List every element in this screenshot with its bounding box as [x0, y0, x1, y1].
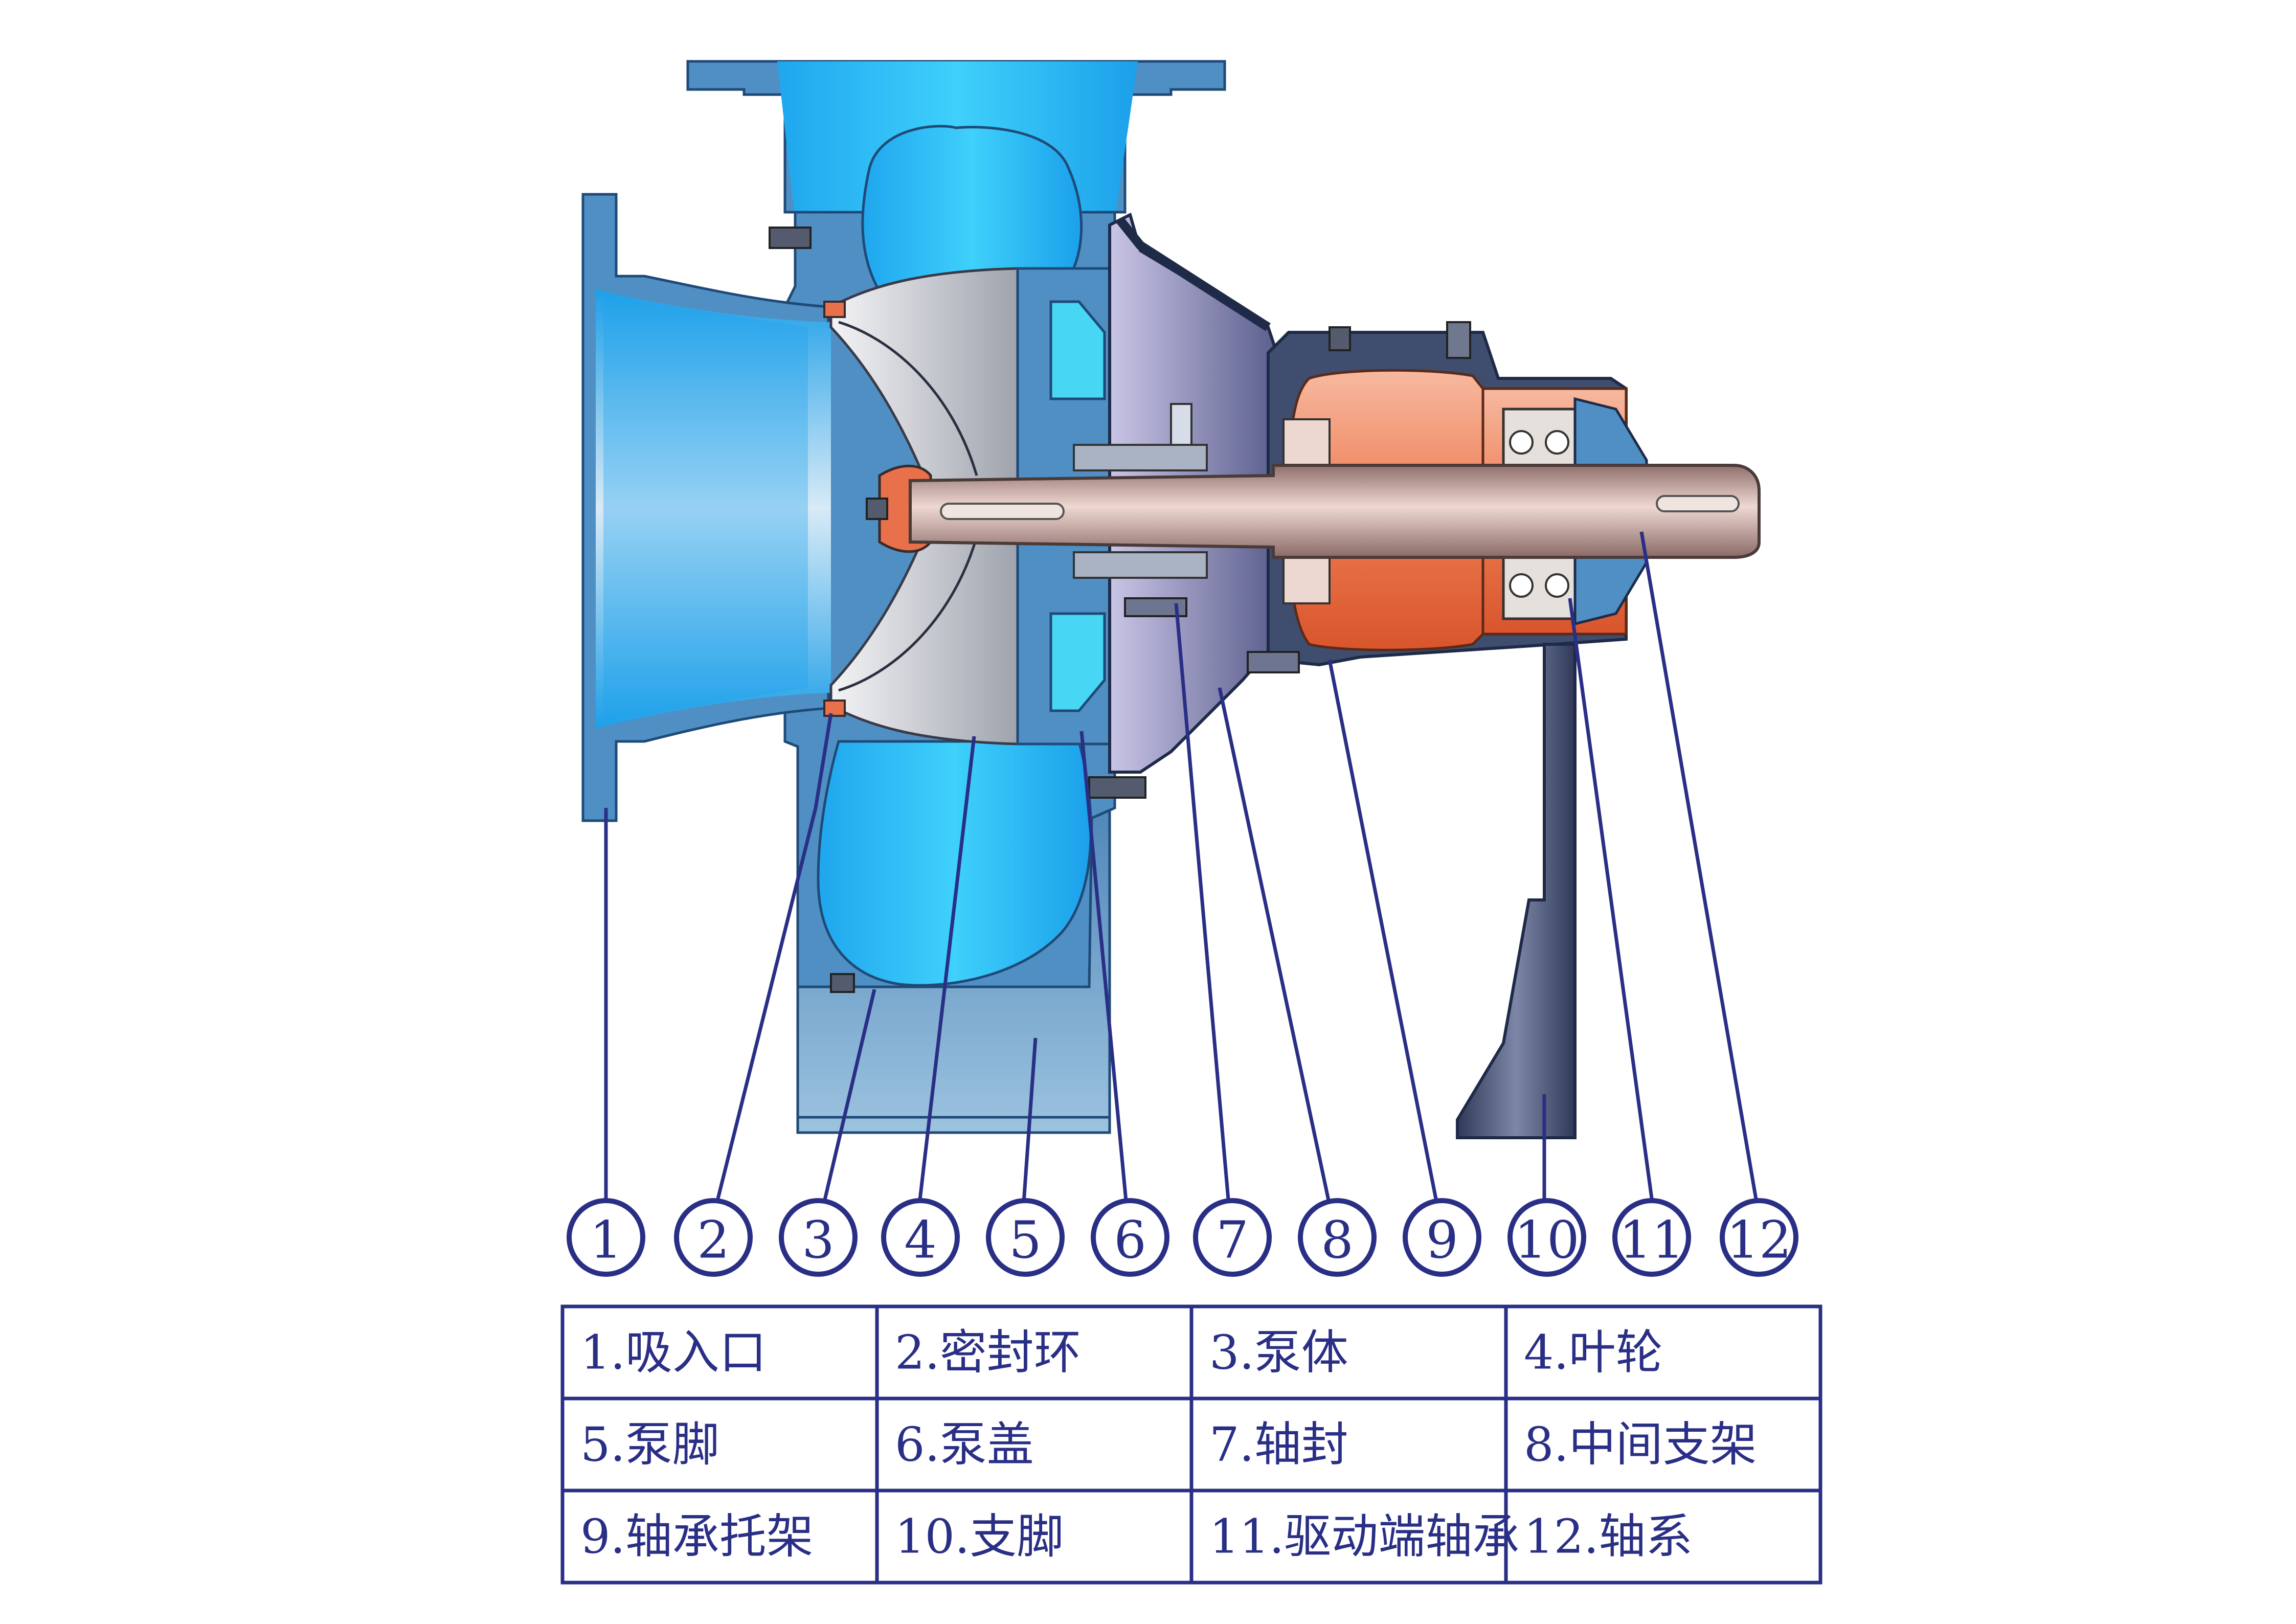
legend-cell: 3.泵体 [1209, 1325, 1348, 1380]
callout-label: 4 [904, 1210, 937, 1270]
callout-5: 5 [986, 1198, 1065, 1277]
callout-label: 11 [1619, 1210, 1684, 1270]
callout-8: 8 [1298, 1198, 1377, 1277]
legend-cell: 9.轴承托架 [580, 1509, 814, 1564]
callout-6: 6 [1091, 1198, 1169, 1277]
legend-cell: 10.支脚 [895, 1509, 1064, 1564]
volute-water [861, 125, 1083, 293]
shaft [909, 464, 1761, 559]
legend-cell: 1.吸入口 [580, 1325, 767, 1380]
legend-cell: 11.驱动端轴承 [1209, 1509, 1519, 1564]
callout-3: 3 [779, 1198, 858, 1277]
pump-illustration [581, 60, 1761, 1139]
callout-label: 8 [1321, 1210, 1354, 1270]
legend-table: 1.吸入口 2.密封环 3.泵体 4.叶轮 5.泵脚 6.泵盖 7.轴封 8.中… [560, 1304, 1822, 1585]
drive-end-bearing [1502, 408, 1577, 620]
callout-12: 12 [1720, 1198, 1798, 1277]
legend-cell: 4.叶轮 [1524, 1325, 1663, 1380]
callout-label: 3 [802, 1210, 835, 1270]
callout-11: 11 [1612, 1198, 1691, 1277]
seal-ring-upper [823, 301, 846, 318]
callout-9: 9 [1403, 1198, 1481, 1277]
legend-cell: 12.轴系 [1524, 1509, 1693, 1564]
callouts: 1 2 3 4 5 6 7 8 9 10 11 12 [567, 1198, 1798, 1277]
callout-7: 7 [1193, 1198, 1272, 1277]
callout-1: 1 [567, 1198, 645, 1277]
seal-ring-lower [823, 700, 846, 717]
legend-cell: 7.轴封 [1209, 1417, 1348, 1472]
callout-label: 2 [697, 1210, 730, 1270]
callout-label: 12 [1726, 1210, 1791, 1270]
volute-water-lower [817, 740, 1092, 987]
suction-inlet-water [596, 289, 831, 729]
callout-label: 7 [1216, 1210, 1249, 1270]
leader-lines [604, 531, 1761, 1217]
support-foot [1456, 643, 1577, 1139]
legend-cell: 5.泵脚 [580, 1417, 719, 1472]
callout-label: 6 [1114, 1210, 1146, 1270]
callout-label: 9 [1426, 1210, 1458, 1270]
legend-cell: 6.泵盖 [895, 1417, 1034, 1472]
callout-label: 10 [1514, 1210, 1579, 1270]
callout-label: 5 [1009, 1210, 1042, 1270]
callout-label: 1 [590, 1210, 622, 1270]
callout-4: 4 [881, 1198, 960, 1277]
callout-10: 10 [1507, 1198, 1586, 1277]
callout-2: 2 [674, 1198, 753, 1277]
legend-cell: 8.中间支架 [1524, 1417, 1757, 1472]
legend-cell: 2.密封环 [895, 1325, 1081, 1380]
shaft-seal [1073, 403, 1208, 617]
